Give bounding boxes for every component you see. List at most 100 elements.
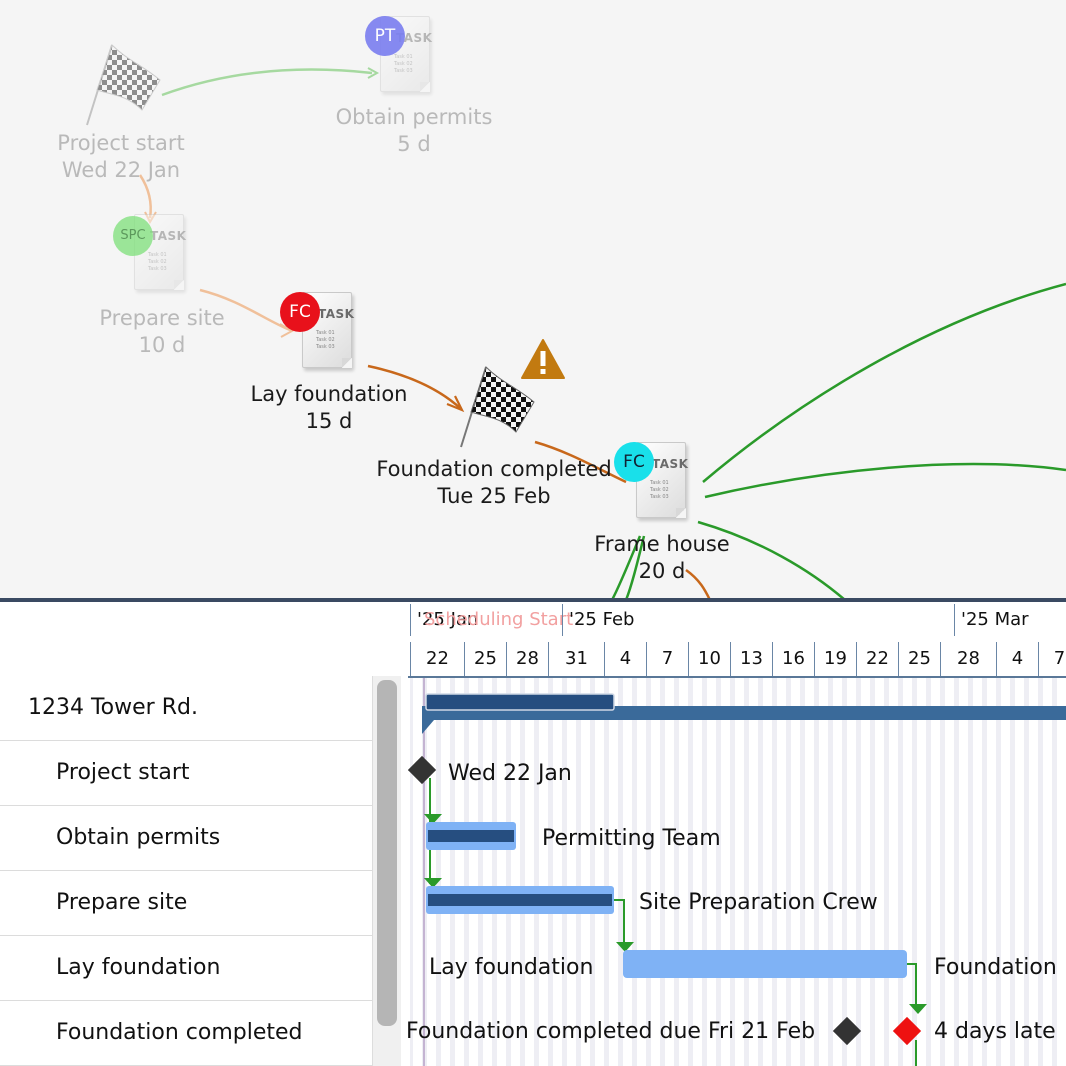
dependency-link <box>614 899 625 948</box>
node-project-start[interactable]: Project start Wed 22 Jan <box>57 130 184 184</box>
node-lay-foundation[interactable]: Lay foundation 15 d <box>251 381 408 435</box>
day-cell: 19 <box>814 642 856 676</box>
task-progress <box>428 830 514 842</box>
node-foundation-completed[interactable]: Foundation completed Tue 25 Feb <box>376 456 611 510</box>
vertical-scrollbar[interactable] <box>372 676 401 1066</box>
task-icon-line: Task 03 <box>394 68 413 74</box>
node-prepare-site[interactable]: Prepare site 10 d <box>99 305 224 359</box>
grid-row-foundation-completed[interactable]: Foundation completed <box>0 1001 372 1066</box>
timescale-header: '25 Jan Scheduling Start '25 Feb '25 Mar… <box>408 602 1066 678</box>
row-label: 1234 Tower Rd. <box>28 695 198 720</box>
link-start-permits <box>161 68 373 97</box>
task-icon-line: Task 01 <box>394 54 413 60</box>
node-title: Project start <box>57 131 185 155</box>
day-cell: 13 <box>730 642 772 676</box>
day-cell: 28 <box>506 642 548 676</box>
gantt-chart-body[interactable]: Wed 22 Jan Permitting Team Site Preparat… <box>408 678 1066 1066</box>
gantt-view: 1234 Tower Rd. Project start Obtain perm… <box>0 602 1066 1066</box>
task-progress <box>428 894 612 906</box>
node-title: Frame house <box>594 532 730 556</box>
link-frame-out-5 <box>624 535 646 600</box>
task-icon-line: Task 02 <box>394 61 413 67</box>
link-arrow-head <box>367 67 380 79</box>
link-frame-out-3 <box>697 520 846 600</box>
day-cell: 7 <box>1038 642 1066 676</box>
task-icon-line: Task 01 <box>148 252 167 258</box>
task-icon-line: Task 01 <box>650 480 669 486</box>
task-icon-title: TASK <box>318 307 355 321</box>
link-frame-out-2 <box>704 462 1066 499</box>
day-cell: 25 <box>898 642 940 676</box>
dependency-arrow <box>424 878 442 888</box>
node-title: Lay foundation <box>250 382 408 406</box>
node-subtitle: 10 d <box>138 333 186 357</box>
flag-icon[interactable] <box>82 40 162 130</box>
day-cell: 16 <box>772 642 814 676</box>
node-subtitle: 15 d <box>305 409 353 433</box>
gantt-chart[interactable]: '25 Jan Scheduling Start '25 Feb '25 Mar… <box>408 602 1066 1066</box>
network-links <box>138 67 1066 600</box>
task-grid: 1234 Tower Rd. Project start Obtain perm… <box>0 602 408 1066</box>
day-cell: 25 <box>464 642 506 676</box>
warning-icon <box>521 339 565 379</box>
scrollbar-thumb[interactable] <box>377 680 397 1026</box>
node-subtitle: Wed 22 Jan <box>61 158 181 182</box>
gantt-bars <box>408 678 1066 1066</box>
row-label: Lay foundation <box>56 955 221 980</box>
scheduling-start-marker: Scheduling Start <box>424 609 574 630</box>
task-bar-lay-foundation <box>623 950 907 978</box>
task-icon-line: Task 03 <box>148 266 167 272</box>
dependency-arrow <box>616 942 634 952</box>
grid-row-prepare-site[interactable]: Prepare site <box>0 871 372 936</box>
resource-badge: FC <box>280 292 320 332</box>
task-icon-line: Task 02 <box>650 487 669 493</box>
task-icon-line: Task 01 <box>316 330 335 336</box>
node-title: Foundation completed <box>376 457 612 481</box>
grid-row-obtain-permits[interactable]: Obtain permits <box>0 806 372 871</box>
milestone-due-label: Foundation completed due Fri 21 Feb <box>408 1019 816 1044</box>
late-milestone-diamond <box>892 1016 922 1046</box>
link-arrow-head <box>446 395 465 413</box>
task-icon-line: Task 02 <box>316 337 335 343</box>
view-splitter[interactable] <box>0 598 1066 602</box>
flag-icon[interactable] <box>456 362 536 452</box>
resource-badge: PT <box>365 16 405 56</box>
network-diagram[interactable]: Project start Wed 22 Jan TASK Task 01 Ta… <box>0 0 1066 600</box>
grid-row-project-start[interactable]: Project start <box>0 741 372 806</box>
node-subtitle: 5 d <box>397 132 431 156</box>
resource-label: Site Preparation Crew <box>639 890 878 915</box>
task-name-label: Lay foundation <box>429 955 594 980</box>
link-site-foundation <box>199 288 291 332</box>
late-indicator-label: 4 days late <box>934 1019 1056 1044</box>
row-label: Foundation completed <box>56 1020 303 1045</box>
task-icon[interactable]: TASK Task 01 Task 02 Task 03 <box>636 442 688 520</box>
node-title: Prepare site <box>99 306 225 330</box>
link-frame-out-1 <box>702 282 1066 483</box>
milestone-diamond <box>408 755 437 785</box>
day-cell: 22 <box>856 642 898 676</box>
grid-row-summary[interactable]: 1234 Tower Rd. <box>0 676 372 741</box>
summary-bar-end <box>422 720 434 734</box>
day-cell: 4 <box>996 642 1038 676</box>
resource-label: Permitting Team <box>542 826 721 851</box>
node-frame-house[interactable]: Frame house 20 d <box>594 531 729 585</box>
task-icon-line: Task 03 <box>650 494 669 500</box>
link-arrow-head <box>279 323 295 338</box>
dependency-arrow <box>424 814 442 824</box>
milestone-diamond <box>832 1016 862 1046</box>
node-subtitle: 20 d <box>638 559 686 583</box>
resource-badge: FC <box>614 442 654 482</box>
dependency-arrow <box>909 1004 927 1014</box>
task-icon-title: TASK <box>150 229 187 243</box>
link-milestone-frame <box>534 440 627 484</box>
dependency-link <box>907 963 917 1010</box>
row-label: Obtain permits <box>56 825 221 850</box>
node-title: Obtain permits <box>335 105 493 129</box>
link-frame-out-4 <box>610 535 642 600</box>
node-obtain-permits[interactable]: Obtain permits 5 d <box>336 104 493 158</box>
grid-row-lay-foundation[interactable]: Lay foundation <box>0 936 372 1001</box>
row-label: Prepare site <box>56 890 188 915</box>
node-subtitle: Tue 25 Feb <box>437 484 551 508</box>
link-arrow-head <box>144 211 157 225</box>
row-label: Project start <box>56 760 190 785</box>
